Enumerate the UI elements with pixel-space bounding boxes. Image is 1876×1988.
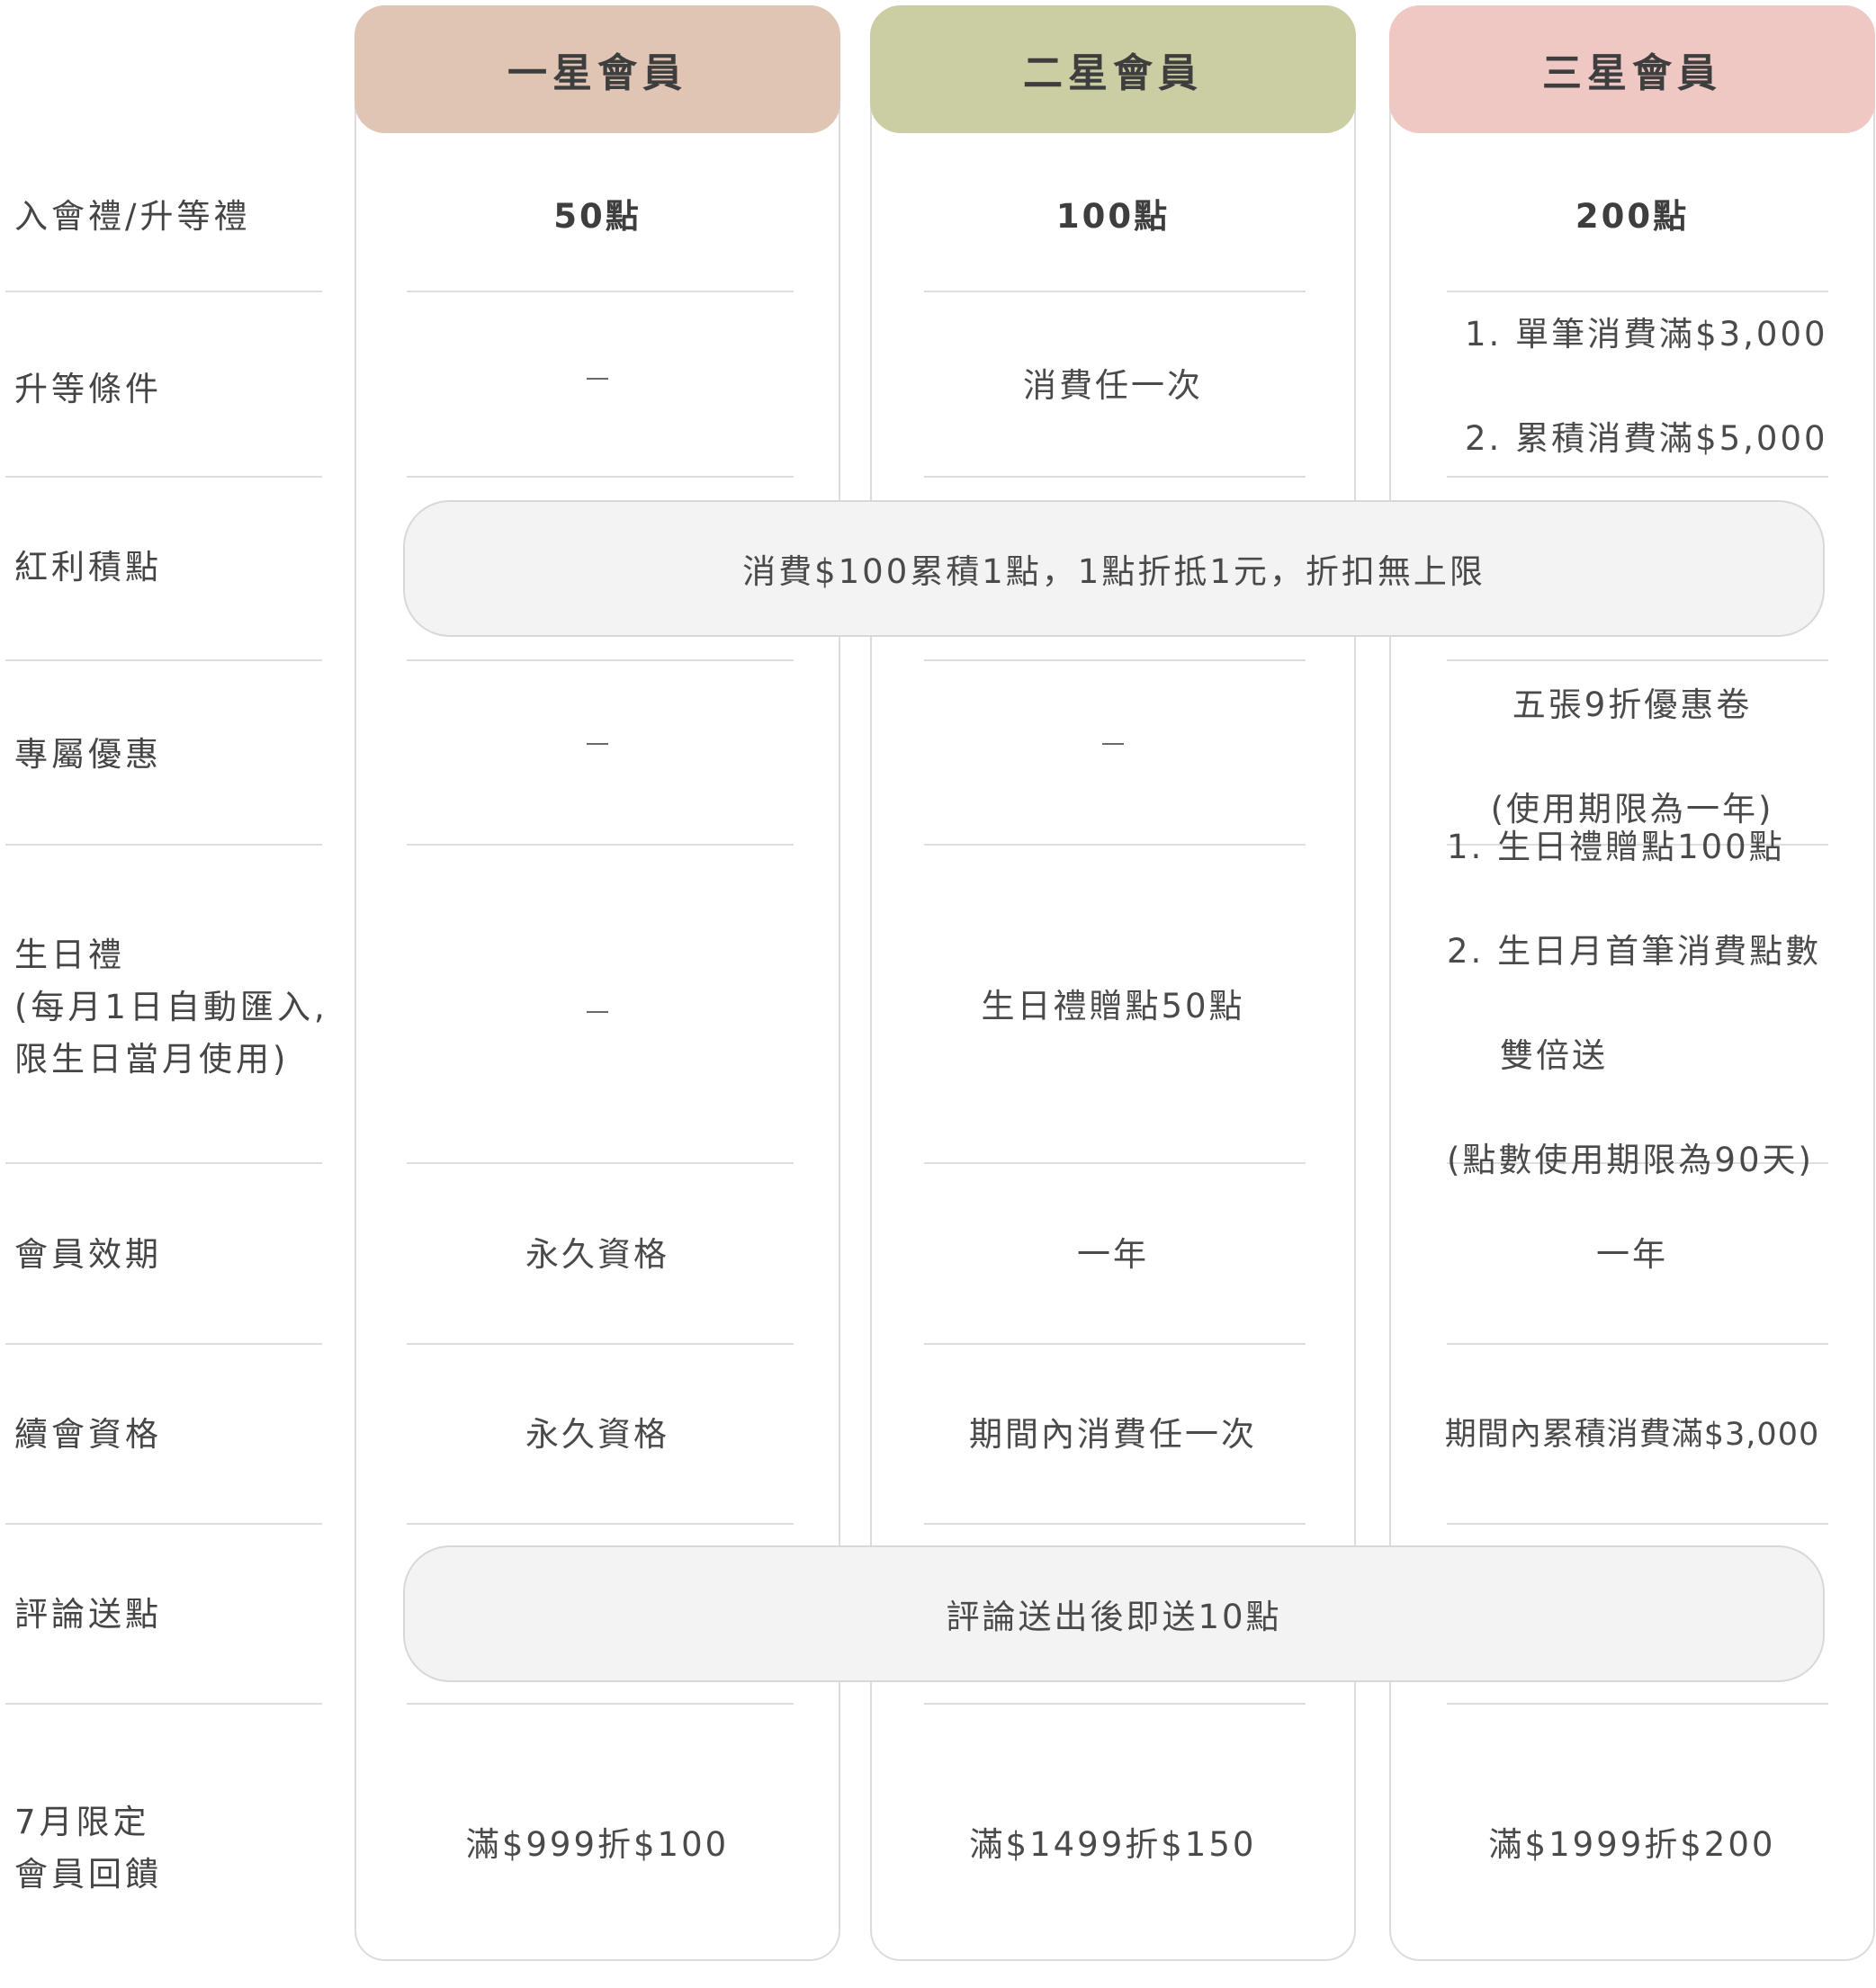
tier3-header: 三星會員 — [1389, 5, 1875, 133]
tier1-divider — [407, 659, 794, 661]
tier1-divider — [407, 1523, 794, 1525]
empty-dash — [587, 378, 608, 380]
label-divider — [5, 476, 322, 478]
upgrade-tier3-line: 1. 單筆消費滿$3,000 — [1465, 315, 1828, 354]
exclusive-tier3: 五張9折優惠卷 (使用期限為一年) — [1389, 685, 1875, 828]
birthday-tier3-line: (點數使用期限為90天) — [1447, 1141, 1814, 1179]
label-divider — [5, 1343, 322, 1345]
tier2-divider — [924, 844, 1306, 846]
tier1-divider — [407, 1703, 794, 1705]
tier2-divider — [924, 476, 1306, 478]
birthday-tier3-line: 雙倍送 — [1447, 1036, 1609, 1075]
july-tier1: 滿$999折$100 — [465, 1825, 730, 1864]
birthday-tier3: 1. 生日禮贈點100點 2. 生日月首筆消費點數 雙倍送 (點數使用期限為90… — [1447, 828, 1870, 1179]
welcome-gift-tier3: 200點 — [1575, 197, 1690, 236]
birthday-tier3-line: 1. 生日禮贈點100點 — [1447, 828, 1785, 866]
renewal-tier1: 永久資格 — [525, 1415, 669, 1454]
row-label-exclusive: 專屬優惠 — [14, 735, 162, 774]
tier2-divider — [924, 1162, 1306, 1164]
tier3-divider — [1447, 1343, 1828, 1345]
july-tier2: 滿$1499折$150 — [969, 1825, 1257, 1864]
tier2-divider — [924, 1703, 1306, 1705]
tier3-divider — [1447, 844, 1828, 846]
validity-tier2: 一年 — [1077, 1235, 1149, 1274]
tier1-header: 一星會員 — [355, 5, 840, 133]
upgrade-tier3: 1. 單筆消費滿$3,000 2. 累積消費滿$5,000 — [1465, 315, 1861, 458]
validity-tier1: 永久資格 — [525, 1235, 669, 1274]
exclusive-tier3-line: 五張9折優惠卷 — [1512, 685, 1753, 724]
bonus-points-shared: 消費$100累積1點，1點折抵1元，折扣無上限 — [403, 500, 1825, 637]
label-divider — [5, 844, 322, 846]
upgrade-tier1 — [355, 342, 840, 416]
row-label-july: 7月限定 會員回饋 — [14, 1803, 162, 1894]
tier3-divider — [1447, 291, 1828, 292]
upgrade-tier2: 消費任一次 — [1023, 366, 1203, 405]
row-label-bonus-points: 紅利積點 — [14, 548, 162, 587]
upgrade-tier3-line: 2. 累積消費滿$5,000 — [1465, 419, 1828, 458]
validity-tier3: 一年 — [1596, 1235, 1668, 1274]
review-shared: 評論送出後即送10點 — [403, 1545, 1825, 1682]
tier1-divider — [407, 1162, 794, 1164]
july-tier3: 滿$1999折$200 — [1488, 1825, 1776, 1864]
row-label-validity: 會員效期 — [14, 1235, 162, 1274]
exclusive-tier3-line: (使用期限為一年) — [1490, 790, 1774, 828]
tier3-divider — [1447, 1703, 1828, 1705]
exclusive-tier2 — [870, 707, 1356, 781]
welcome-gift-tier2: 100點 — [1055, 197, 1171, 236]
tier3-divider — [1447, 1523, 1828, 1525]
tier1-divider — [407, 1343, 794, 1345]
empty-dash — [587, 743, 608, 745]
renewal-tier2: 期間內消費任一次 — [969, 1415, 1257, 1454]
label-divider — [5, 291, 322, 292]
tier2-divider — [924, 1343, 1306, 1345]
tier3-divider — [1447, 659, 1828, 661]
birthday-tier3-line: 2. 生日月首筆消費點數 — [1447, 932, 1822, 971]
tier2-divider — [924, 291, 1306, 292]
row-label-upgrade: 升等條件 — [14, 370, 162, 408]
row-label-welcome-gift: 入會禮/升等禮 — [14, 197, 251, 236]
empty-dash — [587, 1011, 608, 1013]
tier2-header: 二星會員 — [870, 5, 1356, 133]
tier1-divider — [407, 291, 794, 292]
row-label-birthday: 生日禮 (每月1日自動匯入, 限生日當月使用) — [14, 936, 328, 1079]
birthday-tier2: 生日禮贈點50點 — [981, 987, 1245, 1025]
tier2-divider — [924, 659, 1306, 661]
birthday-tier1 — [355, 975, 840, 1049]
label-divider — [5, 1162, 322, 1164]
tier1-divider — [407, 844, 794, 846]
welcome-gift-tier1: 50點 — [553, 197, 642, 236]
row-label-renewal: 續會資格 — [14, 1415, 162, 1454]
tier3-divider — [1447, 1162, 1828, 1164]
label-divider — [5, 1703, 322, 1705]
label-divider — [5, 659, 322, 661]
label-divider — [5, 1523, 322, 1525]
tier1-divider — [407, 476, 794, 478]
exclusive-tier1 — [355, 707, 840, 781]
renewal-tier3: 期間內累積消費滿$3,000 — [1444, 1417, 1820, 1453]
empty-dash — [1102, 743, 1124, 745]
row-label-review: 評論送點 — [14, 1595, 162, 1634]
tier2-divider — [924, 1523, 1306, 1525]
tier3-divider — [1447, 476, 1828, 478]
